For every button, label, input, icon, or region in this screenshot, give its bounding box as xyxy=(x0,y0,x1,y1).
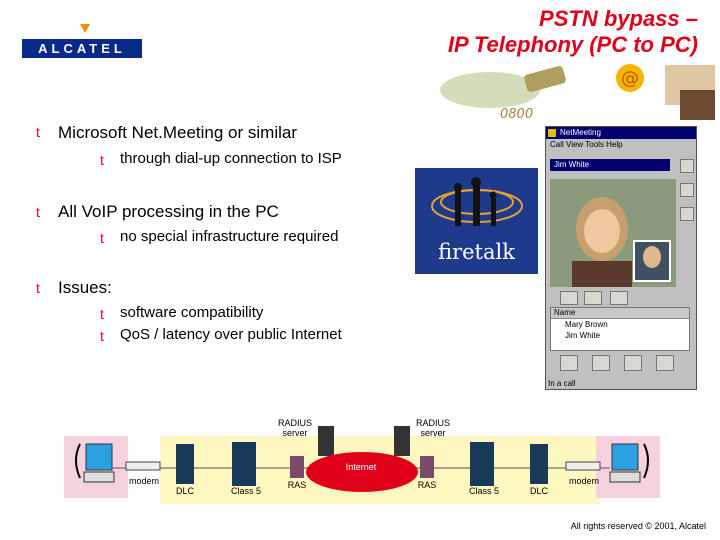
slide-title: PSTN bypass – IP Telephony (PC to PC) xyxy=(448,6,698,58)
logo-triangle-icon xyxy=(80,24,90,33)
phone-left-icon xyxy=(75,443,81,479)
phone-right-icon xyxy=(643,443,649,479)
bullet-2: t xyxy=(36,204,40,220)
internet-label: Internet xyxy=(345,462,377,472)
radius-server-right-icon xyxy=(394,426,410,456)
ras-right-label: RAS xyxy=(417,480,437,490)
dlc-left-icon xyxy=(176,444,194,484)
class5-left-label: Class 5 xyxy=(230,486,261,496)
alcatel-logo: ALCATEL xyxy=(22,39,142,58)
class5-left-icon xyxy=(232,442,256,486)
list-item[interactable]: Mary Brown xyxy=(565,320,608,329)
modem-right-icon xyxy=(565,461,601,471)
pc-right-base xyxy=(609,471,641,483)
internet-cloud-icon xyxy=(306,452,418,492)
netmeeting-window: NetMeeting Call View Tools Help Jim Whit… xyxy=(545,126,697,390)
decor-number: 0800 xyxy=(500,107,533,122)
video-pane xyxy=(550,179,676,287)
start-video-button[interactable] xyxy=(560,291,578,305)
sub-bullet-icon: t xyxy=(100,230,104,246)
sub-bullet-icon: t xyxy=(100,152,104,168)
participant-list: Name Mary Brown Jim White xyxy=(550,307,690,351)
bullet-3-text: Issues: xyxy=(58,278,112,297)
bullet-1-sub-1: through dial-up connection to ISP xyxy=(120,150,342,167)
copyright: All rights reserved © 2001, Alcatel xyxy=(570,521,706,531)
bullet-2-text: All VoIP processing in the PC xyxy=(58,202,279,221)
dlc-right-label: DLC xyxy=(529,486,548,496)
svg-text:@: @ xyxy=(621,68,639,89)
place-call-button[interactable] xyxy=(680,159,694,173)
ras-left-label: RAS xyxy=(287,480,307,490)
whiteboard-button[interactable] xyxy=(624,355,642,371)
radius-left-label: RADIUS server xyxy=(277,418,312,438)
status-text: In a call xyxy=(548,379,576,388)
app-icon xyxy=(548,129,556,137)
sub-bullet-icon: t xyxy=(100,328,104,344)
volume-button[interactable] xyxy=(610,291,628,305)
window-title: NetMeeting xyxy=(560,128,601,137)
bullet-3: t xyxy=(36,280,40,296)
list-header: Name xyxy=(551,308,689,319)
class5-right-label: Class 5 xyxy=(468,486,499,496)
title-line-2: IP Telephony (PC to PC) xyxy=(447,32,698,57)
title-line-1: PSTN bypass – xyxy=(539,6,698,31)
firetalk-logo-image: firetalk xyxy=(415,168,538,274)
decorative-phone-image: @ 0800 xyxy=(440,64,715,122)
modem-left-label: modem xyxy=(128,476,159,486)
bullet-1: t xyxy=(36,124,40,142)
chat-button[interactable] xyxy=(592,355,610,371)
pc-left-base xyxy=(83,471,115,483)
picture-button[interactable] xyxy=(584,291,602,305)
hang-up-button[interactable] xyxy=(680,183,694,197)
netmeeting-titlebar: NetMeeting xyxy=(546,127,696,139)
dlc-left-label: DLC xyxy=(175,486,194,496)
bullet-3-sub-2: QoS / latency over public Internet xyxy=(120,326,342,343)
radius-server-left-icon xyxy=(318,426,334,456)
firetalk-label: firetalk xyxy=(438,240,515,264)
modem-right-label: modem xyxy=(568,476,599,486)
bullet-2-sub-1: no special infrastructure required xyxy=(120,228,339,245)
pc-left-icon xyxy=(85,443,113,471)
dlc-right-icon xyxy=(530,444,548,484)
ras-left-icon xyxy=(290,456,304,478)
ras-right-icon xyxy=(420,456,434,478)
class5-right-icon xyxy=(470,442,494,486)
radius-right-label: RADIUS server xyxy=(415,418,450,438)
pc-right-icon xyxy=(611,443,639,471)
sub-bullet-icon: t xyxy=(100,306,104,322)
bullet-icon: t xyxy=(36,124,40,140)
directory-button[interactable] xyxy=(680,207,694,221)
call-combo[interactable]: Jim White xyxy=(550,159,670,171)
bullet-1-text: Microsoft Net.Meeting or similar xyxy=(58,123,298,142)
transfer-button[interactable] xyxy=(656,355,674,371)
list-item[interactable]: Jim White xyxy=(565,331,601,340)
modem-left-icon xyxy=(125,461,161,471)
share-button[interactable] xyxy=(560,355,578,371)
menu-bar[interactable]: Call View Tools Help xyxy=(550,140,623,149)
bullet-3-sub-1: software compatibility xyxy=(120,304,264,321)
network-diagram xyxy=(64,426,660,504)
